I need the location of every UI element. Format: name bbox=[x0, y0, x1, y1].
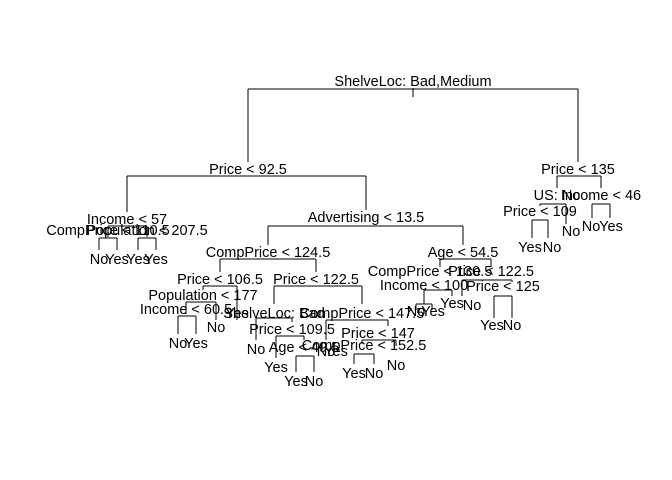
leaf-label: No bbox=[582, 219, 601, 235]
split-label: Income < 57 bbox=[87, 212, 167, 228]
tree-edges bbox=[98, 88, 611, 372]
leaf-label: Yes bbox=[324, 344, 348, 360]
split-label: Price < 92.5 bbox=[209, 162, 287, 178]
leaf-label: Yes bbox=[342, 366, 366, 382]
split-label: Price < 122.5 bbox=[273, 272, 359, 288]
leaf-label: Yes bbox=[599, 219, 623, 235]
leaf-label: No bbox=[407, 304, 426, 320]
leaf-label: Yes bbox=[105, 252, 129, 268]
leaf-label: Yes bbox=[144, 252, 168, 268]
split-labels: ShelveLoc: Bad,Medium Price < 92.5 Price… bbox=[46, 74, 641, 356]
leaf-label: No bbox=[463, 298, 482, 314]
leaf-label: No bbox=[543, 240, 562, 256]
leaf-labels: No Yes Yes Yes No Yes No Yes No Yes No Y… bbox=[90, 219, 623, 390]
split-label: ShelveLoc: Bad bbox=[223, 306, 325, 322]
leaf-label: No bbox=[247, 342, 266, 358]
split-label: Price < 106.5 bbox=[177, 272, 263, 288]
split-label: CompPrice < 152.5 bbox=[302, 338, 427, 354]
leaf-label: No bbox=[305, 374, 324, 390]
leaf-label: Yes bbox=[225, 306, 249, 322]
split-label: ShelveLoc: Bad,Medium bbox=[334, 74, 491, 90]
leaf-label: Yes bbox=[480, 318, 504, 334]
split-label: Price < 109 bbox=[503, 204, 577, 220]
split-label: Population < 207.5 bbox=[86, 223, 207, 239]
split-label: Income < 60.5 bbox=[140, 302, 232, 318]
split-label: US: No bbox=[534, 188, 581, 204]
split-label: Price < 125 bbox=[466, 279, 540, 295]
leaf-label: No bbox=[90, 252, 109, 268]
leaf-label: Yes bbox=[184, 336, 208, 352]
leaf-label: Yes bbox=[421, 304, 445, 320]
split-label: Price < 147 bbox=[341, 326, 415, 342]
leaf-label: Yes bbox=[126, 252, 150, 268]
leaf-label: No bbox=[317, 344, 336, 360]
split-label: Price < 135 bbox=[541, 162, 615, 178]
split-label: CompPrice < 124.5 bbox=[206, 245, 331, 261]
split-label: CompPrice < 147.5 bbox=[300, 306, 425, 322]
split-label: Income < 46 bbox=[561, 188, 641, 204]
leaf-label: No bbox=[387, 358, 406, 374]
leaf-label: No bbox=[562, 224, 581, 240]
split-label: Advertising < 13.5 bbox=[308, 210, 424, 226]
leaf-label: No bbox=[169, 336, 188, 352]
leaf-label: No bbox=[365, 366, 384, 382]
split-label: Price < 122.5 bbox=[448, 264, 534, 280]
leaf-label: Yes bbox=[518, 240, 542, 256]
leaf-label: Yes bbox=[440, 296, 464, 312]
split-label: Age < 54.5 bbox=[428, 245, 499, 261]
split-label: CompPrice < 110.5 bbox=[46, 223, 169, 239]
leaf-label: No bbox=[207, 320, 226, 336]
split-label: Population < 177 bbox=[148, 288, 257, 304]
split-label: Age < 49.5 bbox=[269, 340, 340, 356]
leaf-label: No bbox=[503, 318, 522, 334]
split-label: CompPrice < 130.5 bbox=[368, 264, 493, 280]
split-label: Income < 100 bbox=[380, 278, 468, 294]
split-label: Price < 109.5 bbox=[249, 322, 335, 338]
leaf-label: Yes bbox=[284, 374, 308, 390]
leaf-label: Yes bbox=[264, 360, 288, 376]
